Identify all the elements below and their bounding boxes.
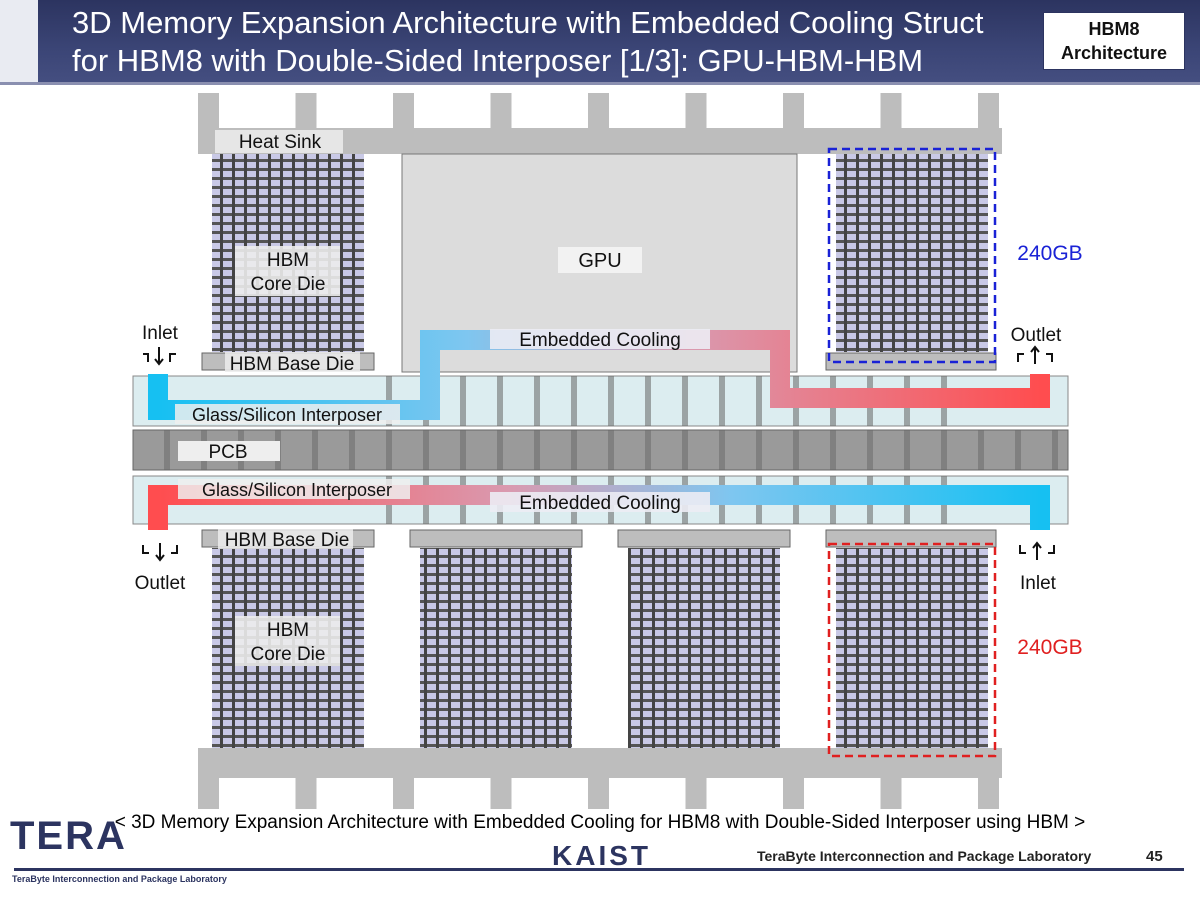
- tera-logo: TERA TeraByte Interconnection and Packag…: [10, 812, 227, 892]
- title-bar-accent: [0, 0, 38, 82]
- hbm-core-die-label-bottom-line1: HBM: [267, 620, 309, 641]
- heat-sink-top-fins: [198, 93, 999, 129]
- heat-sink-fin: [685, 93, 707, 129]
- heat-sink-fin: [978, 777, 999, 809]
- hbm-stack-top-right: [836, 154, 988, 352]
- heat-sink-fin: [490, 777, 512, 809]
- inlet-label-bottom: Inlet: [1020, 573, 1057, 594]
- hbm-base-die-label-top: HBM Base Die: [230, 354, 355, 375]
- inlet-arrow-icon-top: [143, 347, 176, 366]
- gpu-label-bg: [558, 247, 642, 273]
- hbm-stack-bottom-4: [836, 548, 988, 748]
- outlet-arrow-icon-bottom: [142, 543, 178, 562]
- capacity-box-bottom: [827, 542, 997, 758]
- interposer-label-lower: Glass/Silicon Interposer: [202, 480, 392, 500]
- heat-sink-fin: [490, 93, 512, 129]
- heat-sink-fin: [198, 777, 219, 809]
- interposer-label-upper-bg: [175, 404, 400, 424]
- heat-sink-fin: [978, 93, 999, 129]
- capacity-box-top: [827, 147, 997, 364]
- hbm-architecture-diagram: Heat Sink HBM Core Die GPU Embedded Cool…: [132, 93, 1083, 809]
- figure-caption: < 3D Memory Expansion Architecture with …: [114, 812, 1086, 833]
- embedded-cooling-label-upper: Embedded Cooling: [519, 330, 681, 351]
- inlet-arrow-icon-bottom: [1019, 541, 1055, 560]
- inlet-label-top: Inlet: [142, 323, 179, 344]
- heat-sink-fin: [393, 777, 414, 809]
- outlet-label-top: Outlet: [1011, 325, 1062, 346]
- capacity-label-bottom: 240GB: [1017, 636, 1082, 659]
- heat-sink-label: Heat Sink: [239, 132, 322, 153]
- heat-sink-fin: [880, 777, 902, 809]
- hbm-base-die-label-bottom: HBM Base Die: [225, 530, 350, 551]
- heat-sink-fin: [783, 777, 804, 809]
- page-title: 3D Memory Expansion Architecture with Em…: [72, 4, 1062, 80]
- interposer-label-upper: Glass/Silicon Interposer: [192, 405, 382, 425]
- title-bar: 3D Memory Expansion Architecture with Em…: [0, 0, 1200, 82]
- hbm-core-die-label-bottom-line2: Core Die: [251, 644, 326, 665]
- embedded-cooling-label-upper-bg: [490, 329, 710, 349]
- section-badge: HBM8 Architecture: [1043, 12, 1185, 70]
- embedded-cooling-label-lower-bg: [490, 492, 710, 512]
- footer-divider: [14, 868, 1184, 871]
- interposer-label-lower-bg: [178, 479, 410, 499]
- hbm-stack-bottom-2: [420, 548, 572, 748]
- heat-sink-fin: [685, 777, 707, 809]
- pcb-label-bg: [178, 441, 280, 461]
- tera-logo-mark: TERA: [10, 814, 127, 858]
- hbm-core-die-label-top-line2: Core Die: [251, 274, 326, 295]
- hbm-core-die-label-bottom-bg: [235, 616, 340, 666]
- heat-sink-fin: [783, 93, 804, 129]
- pcb-vias: [133, 430, 1068, 470]
- title-underline: [0, 82, 1200, 85]
- heat-sink-fin: [393, 93, 414, 129]
- gpu-label: GPU: [578, 250, 621, 272]
- embedded-cooling-label-lower: Embedded Cooling: [519, 493, 681, 514]
- outlet-label-bottom: Outlet: [135, 573, 186, 594]
- hbm-stack-bottom-3: [628, 548, 780, 748]
- hbm-base-die-bottom-3: [617, 529, 791, 548]
- pcb-label: PCB: [208, 442, 247, 463]
- page-title-line1: 3D Memory Expansion Architecture with Em…: [72, 5, 984, 40]
- outlet-arrow-icon-top: [1017, 345, 1053, 364]
- hbm-base-die-label-bottom-bg: [218, 529, 353, 549]
- section-badge-line1: HBM8: [1088, 19, 1140, 39]
- hbm-base-die-bottom-2: [409, 529, 583, 548]
- page-title-line2: for HBM8 with Double-Sided Interposer [1…: [72, 43, 924, 78]
- section-badge-line2: Architecture: [1060, 43, 1168, 63]
- heat-sink-label-bg: [215, 130, 343, 153]
- heat-sink-fin: [588, 777, 609, 809]
- capacity-label-top: 240GB: [1017, 242, 1082, 265]
- tera-logo-subtitle: TeraByte Interconnection and Package Lab…: [12, 874, 227, 884]
- heat-sink-fin: [295, 777, 317, 809]
- hbm-base-die-label-top-bg: [225, 352, 360, 372]
- footer-lab-name: TeraByte Interconnection and Package Lab…: [757, 848, 1092, 864]
- heat-sink-fin: [588, 93, 609, 129]
- heat-sink-fin: [880, 93, 902, 129]
- heat-sink-bottom-fins: [198, 777, 999, 809]
- kaist-logo: KAIST: [552, 840, 651, 871]
- hbm-core-die-label-top-bg: [235, 246, 340, 296]
- heat-sink-fin: [295, 93, 317, 129]
- heat-sink-fin: [198, 93, 219, 129]
- hbm-core-die-label-top-line1: HBM: [267, 250, 309, 271]
- heat-sink-bottom: [198, 748, 1002, 809]
- page-number: 45: [1146, 848, 1163, 865]
